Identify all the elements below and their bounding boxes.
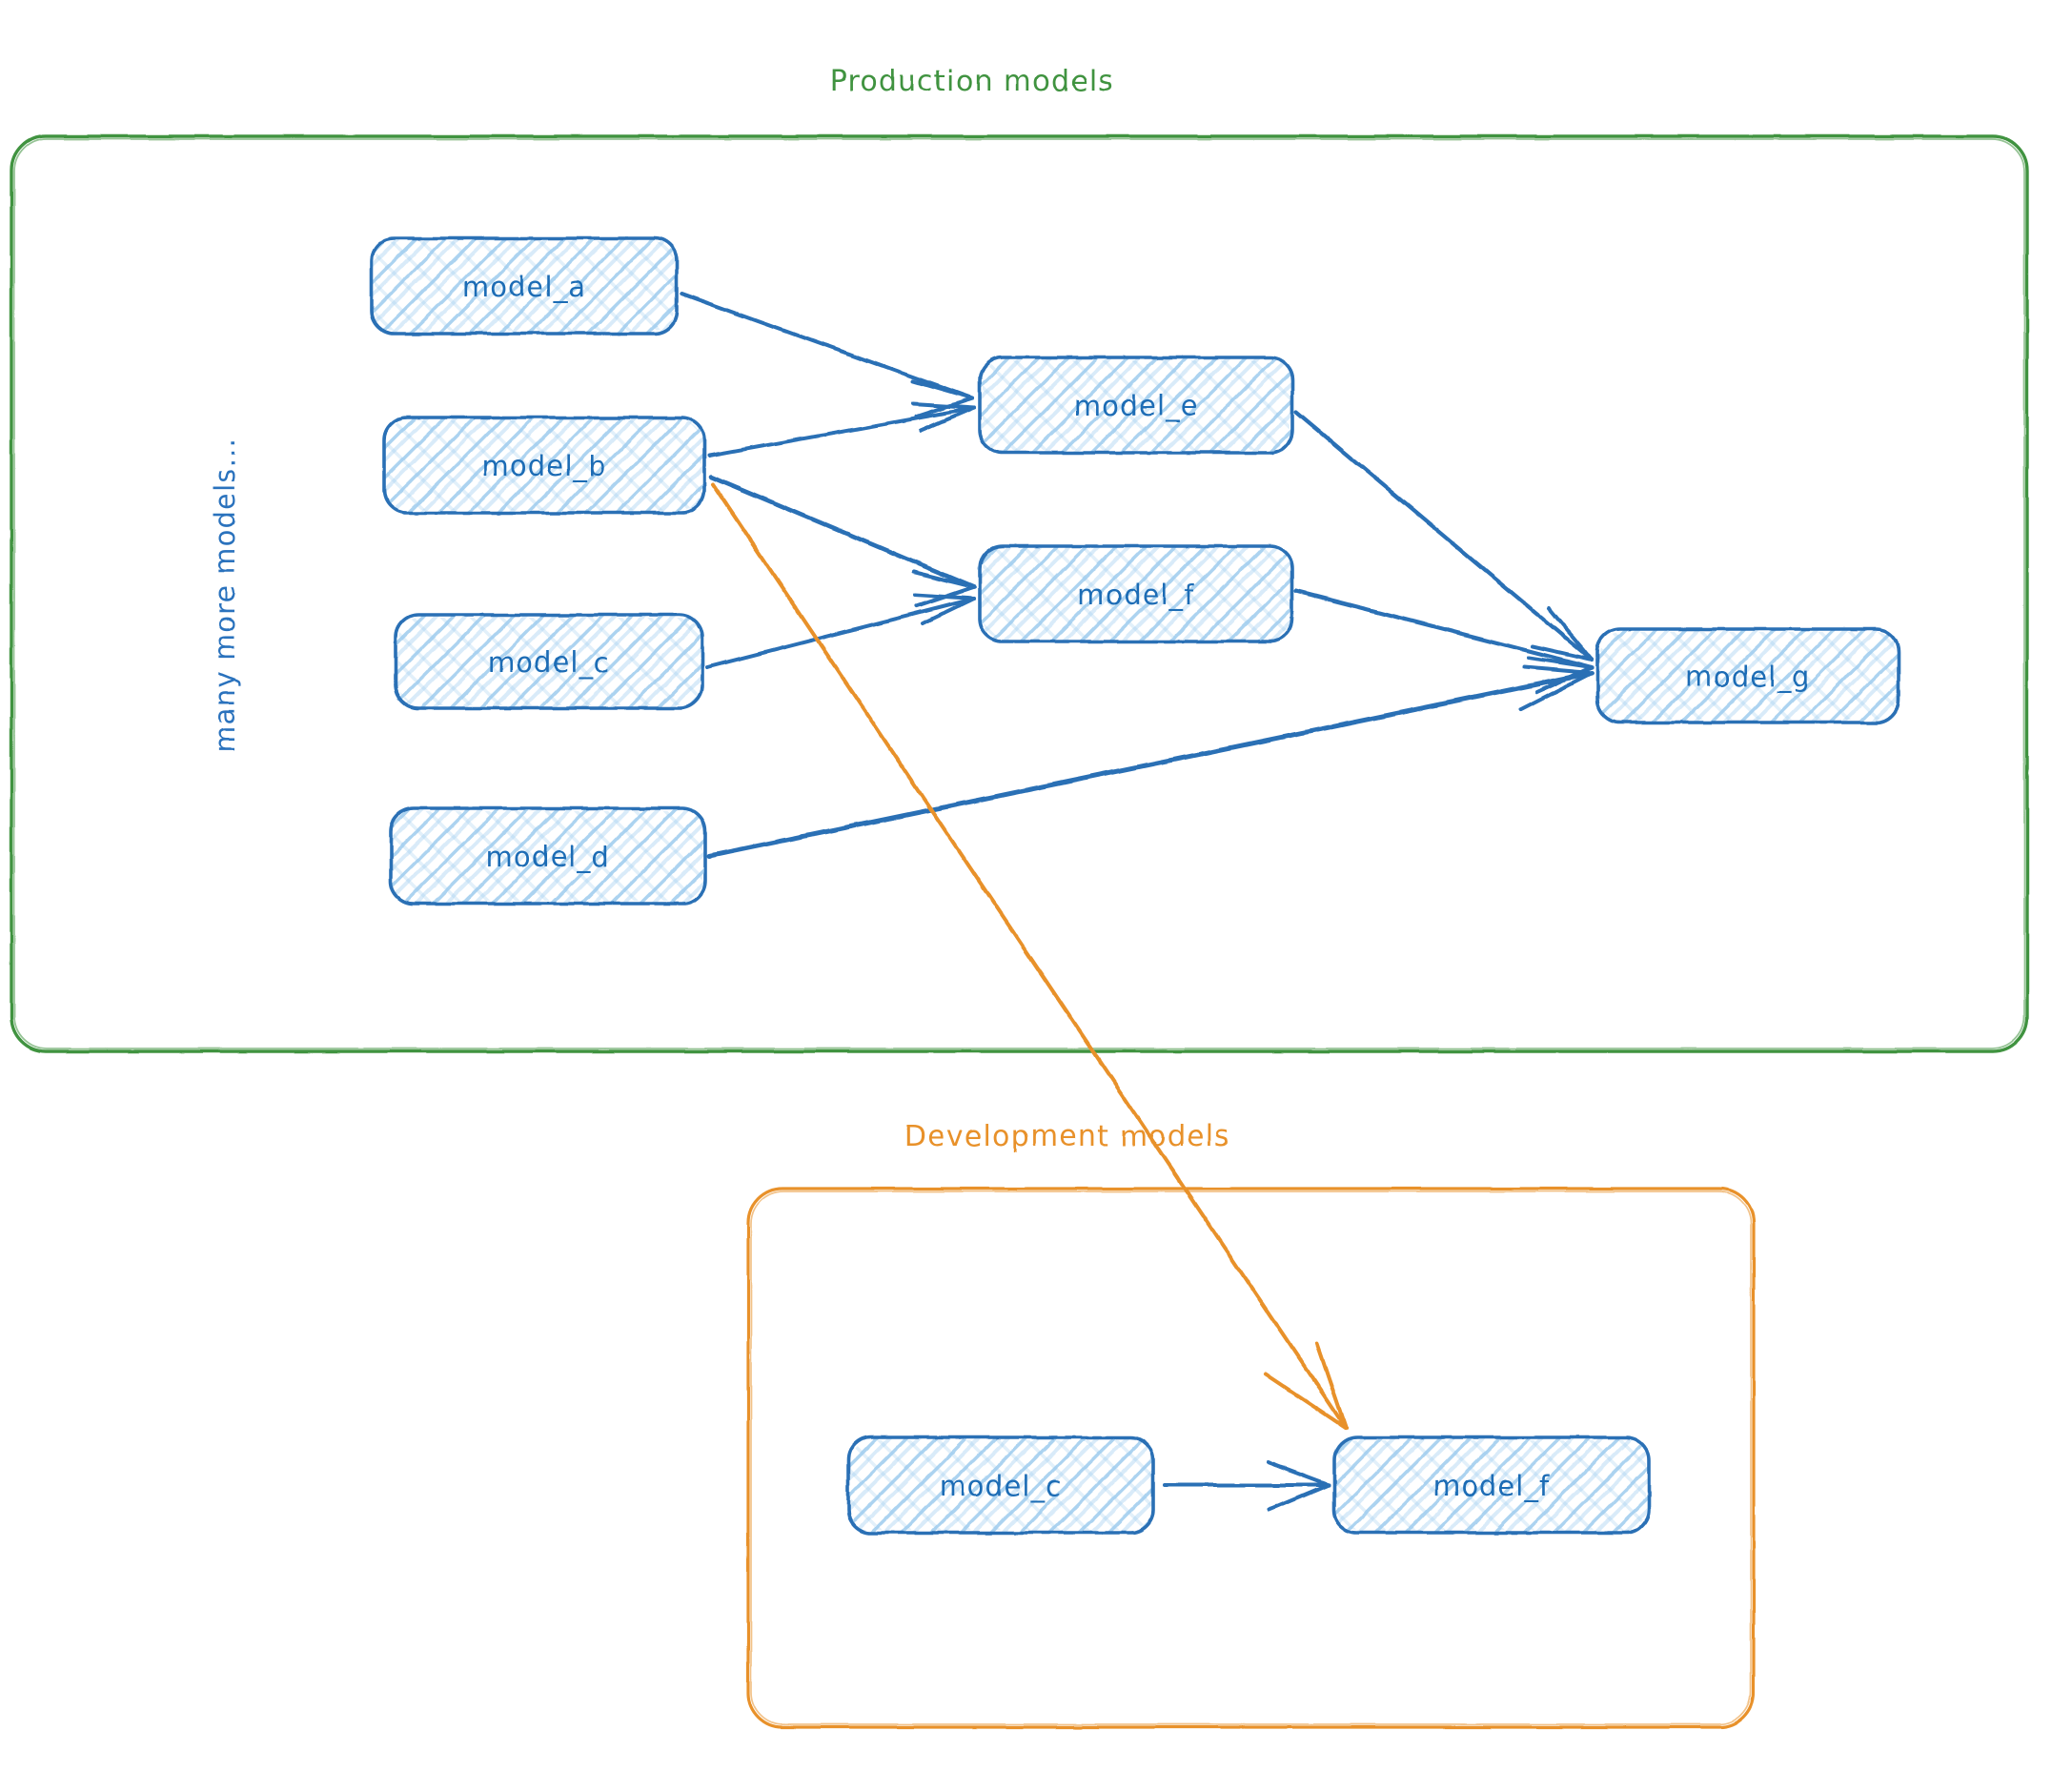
development-group-border (746, 1187, 1756, 1729)
node-box-hatch2 (387, 420, 701, 510)
node-label: model_f (1078, 579, 1195, 611)
edge-dev-c-to-dev-f (1163, 1460, 1331, 1512)
node-prod-model-a[interactable]: model_a (370, 236, 679, 336)
edge-e-to-g (1293, 409, 1595, 662)
edge-d-to-g (706, 665, 1595, 859)
node-box-hatch2 (1337, 1440, 1646, 1530)
production-group-title: Production models (830, 65, 1115, 98)
node-prod-model-e[interactable]: model_e (978, 356, 1294, 455)
group-development: Development models (746, 1120, 1756, 1729)
node-box-hatch2 (394, 811, 702, 901)
development-group-border-overlay (750, 1191, 1752, 1725)
node-box-hatch2 (398, 618, 700, 705)
node-label: model_d (486, 841, 611, 873)
node-prod-model-d[interactable]: model_d (389, 806, 707, 906)
node-prod-model-g[interactable]: model_g (1595, 627, 1900, 724)
edge-f-to-g (1293, 588, 1595, 694)
node-prod-model-b[interactable]: model_b (382, 416, 706, 515)
node-box-hatch2 (1600, 632, 1896, 720)
node-box-hatch2 (983, 360, 1290, 450)
node-label: model_f (1433, 1470, 1551, 1502)
node-label: model_c (940, 1470, 1062, 1502)
node-prod-model-f[interactable]: model_f (978, 544, 1294, 643)
edges-layer (680, 292, 1595, 1512)
development-group-title: Development models (904, 1120, 1230, 1153)
many-more-models-note: many more models... (209, 438, 241, 753)
production-group-border (10, 134, 2029, 1053)
node-label: model_c (488, 646, 610, 679)
edge-a-to-e (680, 292, 974, 418)
node-box-hatch2 (375, 241, 674, 331)
node-label: model_b (482, 450, 607, 482)
node-label: model_e (1074, 390, 1198, 422)
edge-b-to-e (707, 402, 976, 458)
node-box-hatch2 (983, 549, 1290, 639)
node-label: model_g (1686, 661, 1811, 693)
production-group-border-overlay (13, 138, 2025, 1049)
edge-b-to-dev-f (711, 482, 1348, 1430)
node-prod-model-c[interactable]: model_c (394, 613, 704, 710)
edge-c-to-f (705, 593, 976, 669)
group-production: Production models (10, 65, 2029, 1053)
node-dev-model-f[interactable]: model_f (1332, 1435, 1651, 1535)
node-label: model_a (462, 271, 586, 303)
node-box-hatch2 (851, 1440, 1150, 1530)
nodes-layer: model_a model_b model_c model_d mode (370, 236, 1900, 1535)
node-dev-model-c[interactable]: model_c (846, 1435, 1155, 1535)
